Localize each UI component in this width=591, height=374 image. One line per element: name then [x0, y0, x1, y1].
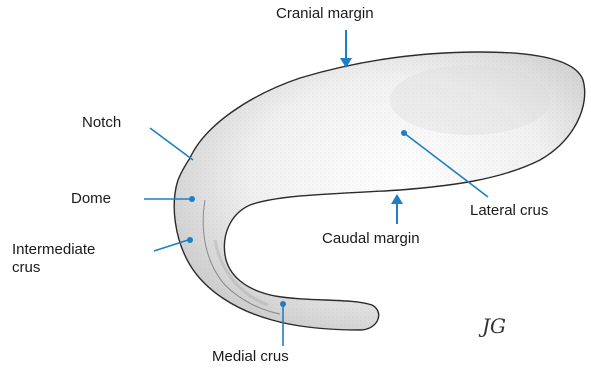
- cranial-margin-label: Cranial margin: [276, 5, 374, 23]
- caudal-margin-label: Caudal margin: [322, 230, 420, 248]
- notch-leader: [150, 128, 193, 160]
- cranial-margin-arrow: [340, 30, 352, 68]
- notch-label: Notch: [82, 114, 121, 132]
- artist-signature: JG: [482, 314, 506, 338]
- intermediate-crus-label-line1: Intermediate: [12, 241, 95, 259]
- caudal-margin-arrow: [391, 194, 403, 224]
- medial-crus-label: Medial crus: [212, 348, 289, 366]
- lateral-crus-label: Lateral crus: [470, 202, 548, 220]
- dome-label: Dome: [71, 190, 111, 208]
- intermediate-crus-label-line2: crus: [12, 259, 95, 277]
- intermediate-crus-label: Intermediate crus: [12, 241, 95, 277]
